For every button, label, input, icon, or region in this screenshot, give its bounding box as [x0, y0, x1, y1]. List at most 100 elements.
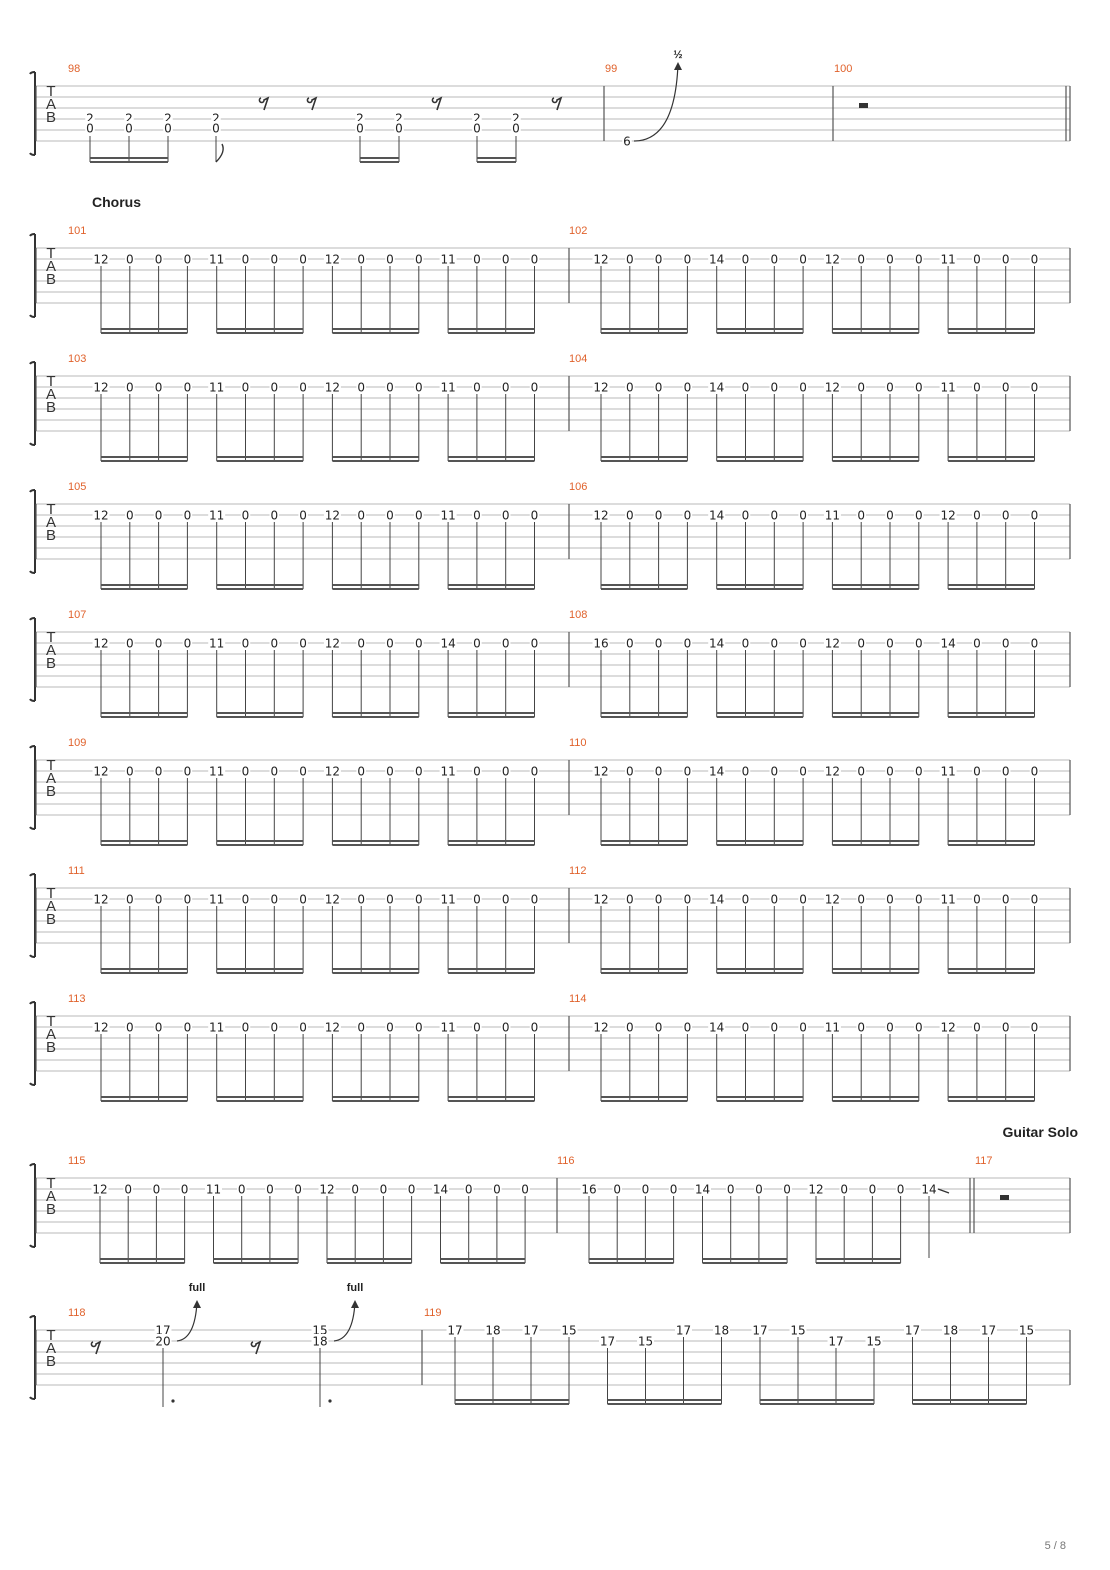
fret-knockout	[439, 380, 457, 393]
fret-knockout	[865, 1334, 883, 1347]
fret-knockout	[92, 892, 110, 905]
fret-knockout	[182, 892, 193, 905]
tab-letter-b: B	[46, 911, 56, 928]
fret-number: 0	[299, 253, 307, 267]
fret-knockout	[240, 508, 251, 521]
tab-letter-t: T	[46, 629, 55, 646]
fret-knockout	[625, 892, 635, 905]
fret-number: 14	[709, 1021, 724, 1035]
fret-number: 14	[709, 509, 724, 523]
system-brace	[29, 873, 36, 958]
fret-number: 0	[1002, 893, 1010, 907]
fret-knockout	[640, 1182, 651, 1195]
fret-knockout	[625, 636, 635, 649]
fret-knockout	[269, 380, 280, 393]
fret-knockout	[1000, 252, 1011, 265]
fret-knockout	[653, 508, 664, 521]
fret-knockout	[92, 508, 110, 521]
fret-number: 0	[1031, 637, 1039, 651]
fret-number: 0	[973, 893, 981, 907]
fret-knockout	[240, 252, 251, 265]
fret-number: 12	[808, 1183, 823, 1197]
fret-number: 0	[915, 1021, 923, 1035]
fret-number: 0	[897, 1183, 905, 1197]
fret-number: 0	[1002, 1021, 1010, 1035]
fret-number: 0	[1002, 381, 1010, 395]
eighth-rest	[258, 96, 270, 111]
fret-knockout	[298, 1020, 308, 1033]
system-brace	[29, 745, 36, 830]
fret-knockout	[92, 764, 110, 777]
tab-letter-t: T	[46, 1327, 55, 1344]
bend-amount: ½	[673, 49, 682, 61]
tab-letter-t: T	[46, 1175, 55, 1192]
fret-knockout	[124, 111, 134, 124]
fret-number: 12	[93, 765, 108, 779]
fret-knockout	[1029, 636, 1040, 649]
fret-knockout	[522, 1323, 540, 1336]
fret-knockout	[769, 892, 780, 905]
fret-knockout	[92, 252, 110, 265]
fret-knockout	[708, 380, 726, 393]
fret-number: 0	[184, 893, 192, 907]
fret-number: 0	[670, 1183, 678, 1197]
tab-letter-t: T	[46, 83, 55, 100]
fret-knockout	[205, 1182, 222, 1195]
fret-knockout	[622, 134, 632, 147]
fret-knockout	[827, 1334, 845, 1347]
fret-number: 11	[440, 381, 455, 395]
fret-number: 0	[299, 1021, 307, 1035]
fret-knockout	[751, 1323, 769, 1336]
fret-number: 0	[270, 765, 278, 779]
measure-number: 118	[68, 1307, 86, 1319]
fret-knockout	[823, 380, 841, 393]
fret-number: 0	[386, 1021, 394, 1035]
fret-knockout	[904, 1323, 921, 1336]
fret-number: 0	[1031, 893, 1039, 907]
fret-knockout	[637, 1334, 654, 1347]
fret-number: 0	[242, 893, 250, 907]
fret-number: 0	[742, 509, 750, 523]
fret-number: 2	[356, 112, 364, 126]
fret-knockout	[179, 1182, 190, 1195]
fret-knockout	[668, 1182, 679, 1195]
fret-knockout	[182, 636, 193, 649]
fret-number: 11	[209, 253, 224, 267]
fret-number: 17	[523, 1324, 538, 1338]
fret-knockout	[85, 121, 95, 134]
fret-knockout	[208, 252, 226, 265]
fret-knockout	[240, 892, 251, 905]
tab-letter-a: A	[46, 642, 56, 659]
fret-number: 18	[943, 1324, 958, 1338]
fret-number: 14	[433, 1183, 448, 1197]
fret-number: 0	[155, 381, 163, 395]
fret-knockout	[500, 1020, 511, 1033]
fret-knockout	[625, 252, 635, 265]
fret-number: 0	[684, 253, 692, 267]
fret-number: 0	[380, 1183, 388, 1197]
fret-knockout	[798, 636, 808, 649]
fret-number: 17	[828, 1335, 843, 1349]
fret-number: 0	[266, 1183, 274, 1197]
fret-knockout	[520, 1182, 530, 1195]
fret-knockout	[708, 252, 726, 265]
fret-knockout	[798, 1020, 808, 1033]
fret-knockout	[472, 380, 482, 393]
fret-number: 0	[473, 509, 481, 523]
fret-number: 0	[184, 765, 192, 779]
fret-knockout	[592, 252, 610, 265]
fret-knockout	[439, 764, 457, 777]
fret-knockout	[740, 380, 751, 393]
fret-knockout	[1000, 892, 1011, 905]
fret-knockout	[782, 1182, 792, 1195]
fret-knockout	[1000, 764, 1011, 777]
fret-knockout	[769, 1020, 780, 1033]
fret-number: 0	[357, 381, 365, 395]
tab-letter-b: B	[46, 655, 56, 672]
fret-knockout	[211, 121, 221, 134]
fret-number: 2	[512, 112, 520, 126]
measure-number: 104	[569, 353, 587, 365]
fret-number: 2	[164, 112, 172, 126]
measure-number: 111	[68, 865, 85, 877]
fret-knockout	[154, 1323, 172, 1336]
